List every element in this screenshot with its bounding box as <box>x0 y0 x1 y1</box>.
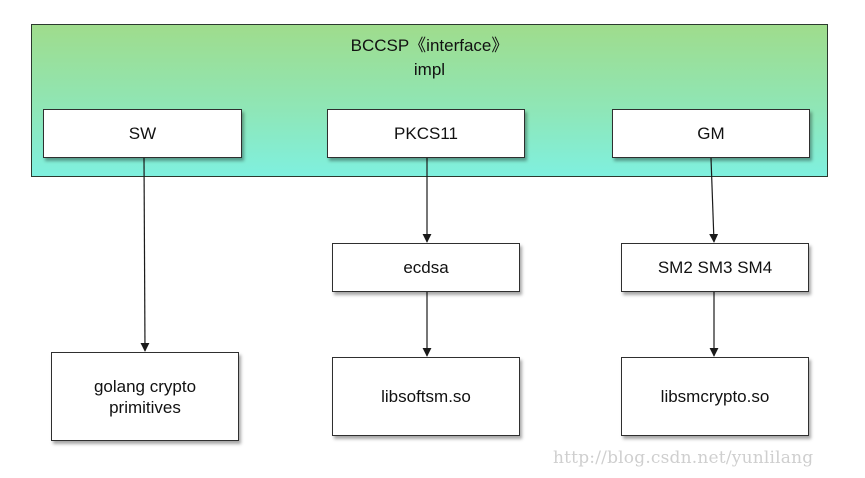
node-sw: SW <box>43 109 242 158</box>
watermark-url: http://blog.csdn.net/yunlilang <box>553 448 814 468</box>
node-sm-algorithms: SM2 SM3 SM4 <box>621 243 809 292</box>
node-golang-crypto: golang crypto primitives <box>51 352 239 441</box>
node-libsoftsm: libsoftsm.so <box>332 357 520 436</box>
node-gm: GM <box>612 109 810 158</box>
node-pkcs11: PKCS11 <box>327 109 525 158</box>
node-ecdsa: ecdsa <box>332 243 520 292</box>
container-title: BCCSP《interface》 <box>350 36 509 55</box>
container-subtitle: impl <box>413 60 446 79</box>
node-libsmcrypto: libsmcrypto.so <box>621 357 809 436</box>
edge-sw-golang <box>140 157 150 352</box>
